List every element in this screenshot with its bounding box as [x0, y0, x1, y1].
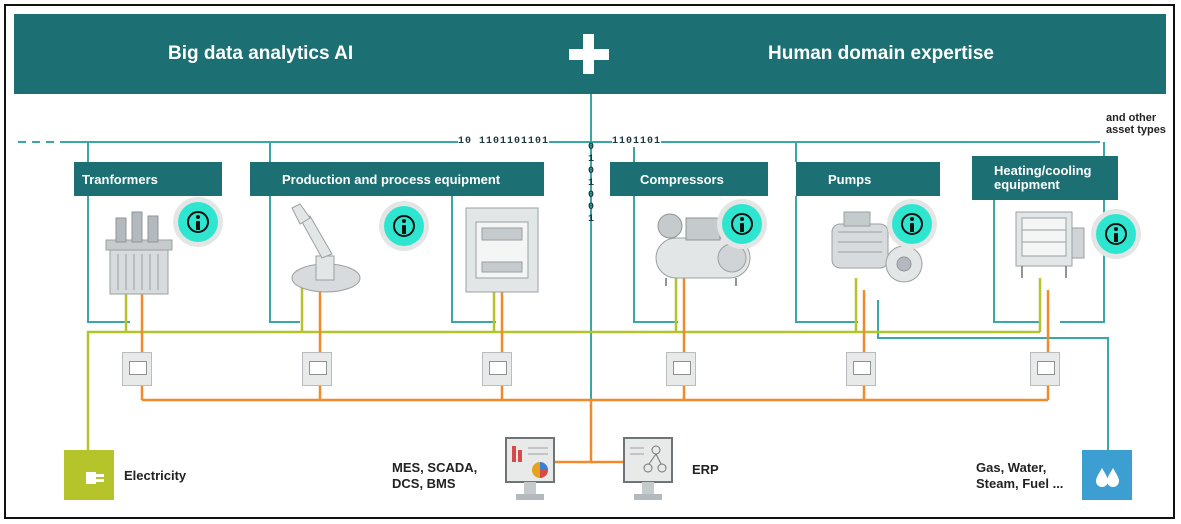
- pump-icon: [831, 211, 923, 283]
- water-drops-icon: [1082, 450, 1132, 500]
- info-icon[interactable]: [178, 202, 218, 242]
- plus-icon: [567, 32, 611, 76]
- info-icon[interactable]: [892, 204, 932, 244]
- energy-meter: [122, 352, 152, 386]
- group-compressors: Compressors: [610, 162, 768, 196]
- binary-stream-vertical: 0 1 0 1 0 0 1: [585, 142, 597, 226]
- energy-meter: [1030, 352, 1060, 386]
- binary-stream-left: 10 1101101101: [458, 136, 550, 147]
- erp-label: ERP: [692, 462, 719, 477]
- binary-digit: 1: [587, 154, 594, 165]
- binary-digit: 0: [587, 142, 594, 153]
- energy-meter: [482, 352, 512, 386]
- binary-stream-right: 1101101: [612, 136, 662, 147]
- heating-cooling-unit-icon: [1015, 211, 1085, 278]
- diagram-frame: [4, 4, 1175, 519]
- binary-digit: 0: [587, 190, 594, 201]
- energy-meter: [302, 352, 332, 386]
- transformer-icon: [105, 211, 173, 295]
- binary-digit: 0: [587, 202, 594, 213]
- robot-arm-icon: [291, 203, 361, 293]
- electricity-label: Electricity: [124, 468, 187, 483]
- erp-monitor-icon: [623, 437, 673, 500]
- other-assets-note: and other asset types: [1106, 112, 1166, 136]
- banner-right-text: Human domain expertise: [768, 43, 994, 64]
- energy-meter: [846, 352, 876, 386]
- binary-digit: 1: [587, 214, 594, 225]
- banner: Big data analytics AI Human domain exper…: [14, 14, 1166, 94]
- banner-left-text: Big data analytics AI: [168, 43, 354, 64]
- binary-digit: 1: [587, 178, 594, 189]
- group-pumps: Pumps: [796, 162, 940, 196]
- electricity-plug-icon: [64, 450, 114, 500]
- energy-meter: [666, 352, 696, 386]
- systems-label: MES, SCADA, DCS, BMS: [392, 460, 478, 491]
- group-transformers: Tranformers: [74, 162, 222, 196]
- group-production-equipment: Production and process equipment: [250, 162, 544, 196]
- utilities-label: Gas, Water, Steam, Fuel ...: [976, 460, 1064, 491]
- compressor-icon: [655, 213, 751, 286]
- binary-digit: 0: [587, 166, 594, 177]
- dashboard-monitor-icon: [505, 437, 555, 500]
- info-icon[interactable]: [384, 206, 424, 246]
- info-icon[interactable]: [722, 204, 762, 244]
- group-heating-cooling: Heating/cooling equipment: [972, 156, 1118, 200]
- press-machine-icon: [465, 207, 539, 293]
- info-icon[interactable]: [1096, 214, 1136, 254]
